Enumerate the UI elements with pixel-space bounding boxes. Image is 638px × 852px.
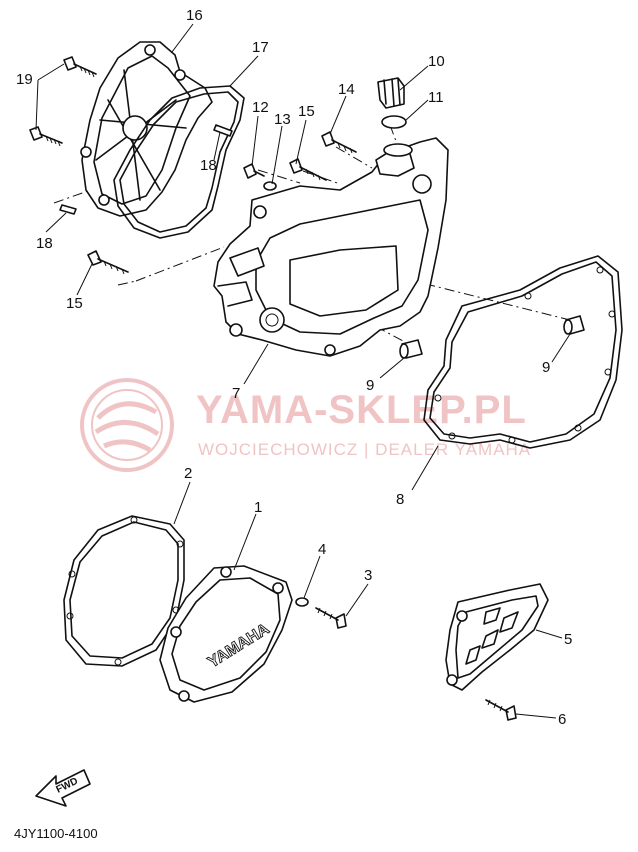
bolt-upper-19 <box>63 56 97 78</box>
bolt-lower-19 <box>29 126 63 147</box>
bolt-3 <box>315 607 347 629</box>
callout-6: 6 <box>558 711 566 728</box>
callout-13: 13 <box>274 111 291 128</box>
washer-4 <box>295 597 309 607</box>
o-ring-11 <box>381 115 407 129</box>
watermark-logo <box>80 378 174 472</box>
watermark: YAMA-SKLEP.PL WOJCIECHOWICZ | DEALER YAM… <box>80 378 531 472</box>
sprocket-cover <box>445 583 549 691</box>
callout-2: 2 <box>184 465 192 482</box>
dowel-9-left <box>399 339 423 359</box>
callout-18-lower: 18 <box>36 235 53 252</box>
callout-7: 7 <box>232 385 240 402</box>
callout-18-upper: 18 <box>200 157 217 174</box>
callout-19: 19 <box>16 71 33 88</box>
callout-15-upper: 15 <box>298 103 315 120</box>
watermark-title: YAMA-SKLEP.PL <box>196 388 527 432</box>
callout-3: 3 <box>364 567 372 584</box>
callout-12: 12 <box>252 99 269 116</box>
clutch-cover: YAMAHA <box>159 565 293 703</box>
watermark-subtitle: WOJCIECHOWICZ | DEALER YAMAHA <box>198 440 531 459</box>
oil-filler-cap-10 <box>377 77 405 109</box>
diagram-code: 4JY1100-4100 <box>14 826 98 841</box>
clutch-side-gasket <box>63 515 185 667</box>
dowel-pin-lower <box>59 204 77 215</box>
callout-5: 5 <box>564 631 572 648</box>
clutch-cover-gasket <box>113 85 245 239</box>
bolt-left-15 <box>87 250 129 275</box>
callout-1: 1 <box>254 499 262 516</box>
callout-9-left: 9 <box>366 377 374 394</box>
callout-4: 4 <box>318 541 326 558</box>
callout-11: 11 <box>428 89 444 106</box>
callout-8: 8 <box>396 491 404 508</box>
crankcase-cover <box>213 137 449 357</box>
bolt-12 <box>243 163 265 179</box>
clutch-outer-cover <box>80 41 213 217</box>
callout-9-right: 9 <box>542 359 550 376</box>
crankcase-gasket <box>423 255 623 449</box>
callout-10: 10 <box>428 53 445 70</box>
callout-17: 17 <box>252 39 269 56</box>
callout-16: 16 <box>186 7 203 24</box>
bolt-6 <box>485 699 517 721</box>
callouts: 16 17 19 18 18 15 12 13 15 14 10 11 7 9 … <box>16 7 572 728</box>
bolt-top-15 <box>289 158 327 181</box>
forward-arrow: FWD <box>35 769 91 807</box>
washer-13 <box>263 181 277 191</box>
bolt-14 <box>321 131 357 154</box>
dowel-9-right <box>563 315 585 335</box>
dowel-pin-upper <box>213 124 233 137</box>
callout-14: 14 <box>338 81 355 98</box>
callout-15-lower: 15 <box>66 295 83 312</box>
leader-lines <box>35 23 571 719</box>
